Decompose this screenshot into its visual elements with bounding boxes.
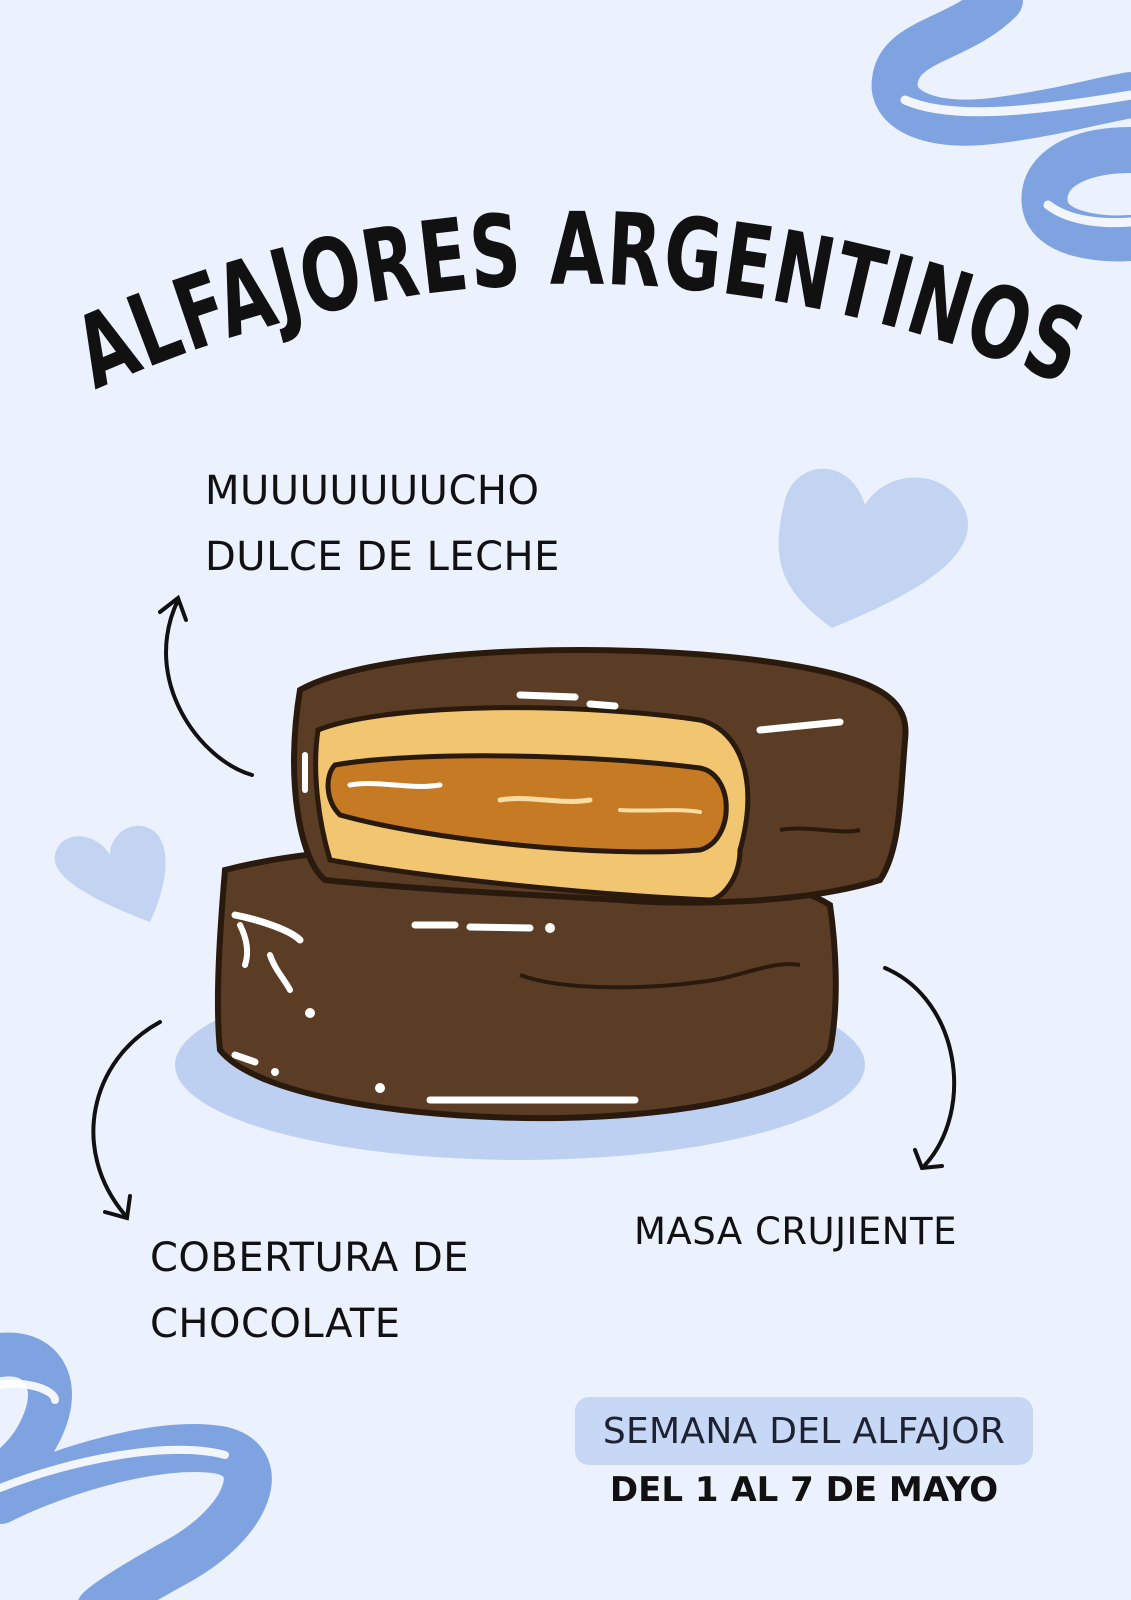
event-name-badge: SEMANA DEL ALFAJOR <box>575 1397 1033 1465</box>
label-masa-crujiente: MASA CRUJIENTE <box>634 1210 957 1253</box>
ribbon-top-right-icon <box>871 0 1131 262</box>
title-graphic: ALFAJORES ARGENTINOS <box>59 191 1098 412</box>
ribbon-bottom-left-icon <box>0 1332 272 1600</box>
label-cobertura-line-2: CHOCOLATE <box>150 1301 401 1347</box>
arrow-dulce-icon <box>164 598 254 777</box>
label-dulce-de-leche: MUUUUUUUCHO DULCE DE LECHE <box>205 458 560 590</box>
heart-small-icon <box>54 825 166 922</box>
event-dates: DEL 1 AL 7 DE MAYO <box>609 1470 999 1510</box>
label-cobertura: COBERTURA DE CHOCOLATE <box>150 1225 469 1357</box>
arrow-masa-icon <box>883 966 957 1167</box>
alfajor-bottom-half <box>214 843 839 1122</box>
alfajor-top-half <box>291 647 909 933</box>
heart-large-icon <box>778 468 968 628</box>
arrow-cobertura-icon <box>91 1020 162 1217</box>
label-dulce-line-2: DULCE DE LECHE <box>205 534 560 580</box>
label-dulce-line-1: MUUUUUUUCHO <box>205 468 540 514</box>
label-cobertura-line-1: COBERTURA DE <box>150 1235 470 1281</box>
